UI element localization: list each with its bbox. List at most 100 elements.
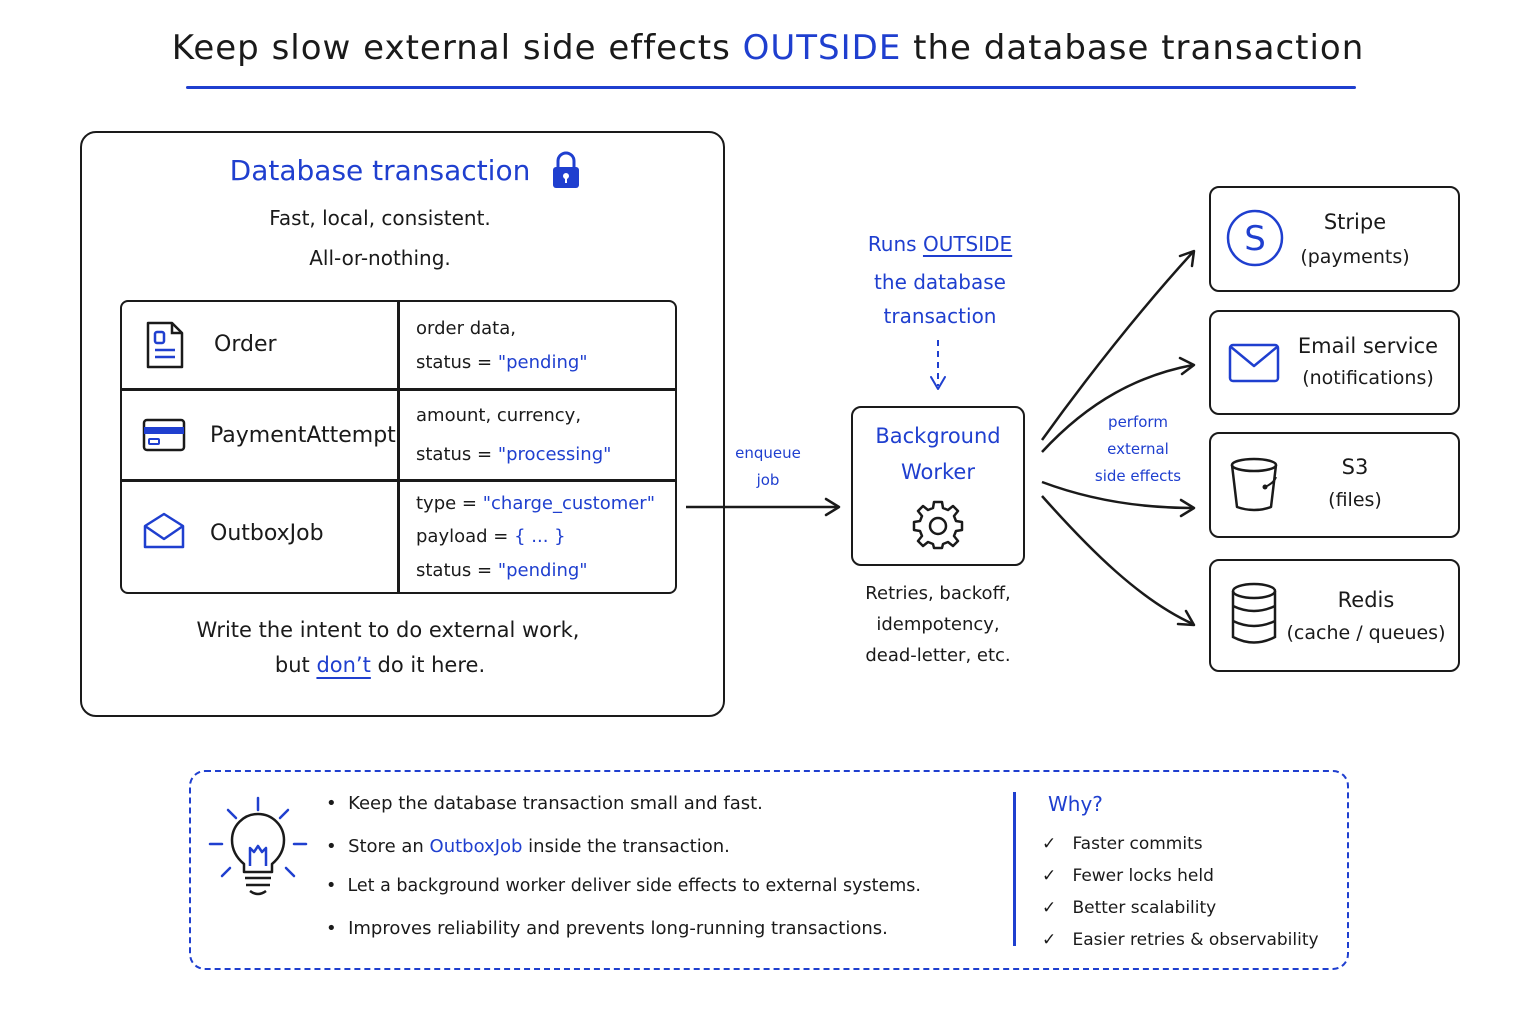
worker-caption-3: dead-letter, etc. [865, 645, 1011, 666]
title-underline [186, 86, 1356, 89]
transaction-title: Database transaction [80, 154, 680, 187]
transaction-subtitle-2: All-or-nothing. [309, 246, 451, 270]
worker-caption-1: Retries, backoff, [865, 583, 1011, 604]
why-item-1: ✓ Faster commits [1042, 834, 1203, 854]
arrow-to-redis [1041, 495, 1194, 626]
entity-table [120, 300, 677, 594]
payment-status-label: status = [416, 444, 498, 465]
database-icon [1231, 582, 1277, 644]
stripe-detail: (payments) [1300, 246, 1410, 268]
check-icon: ✓ [1042, 898, 1057, 918]
service-s3 [1209, 432, 1460, 538]
tips-divider [1013, 792, 1016, 946]
tip-bullet-1: • Keep the database transaction small an… [326, 793, 763, 814]
runs-emphasis: OUTSIDE [922, 232, 1013, 256]
tip-bullet-2: • Store an OutboxJob inside the transact… [326, 836, 730, 857]
worker-caption-2: idempotency, [876, 614, 1000, 635]
why-item-2-text: Fewer locks held [1072, 866, 1214, 886]
lock-icon [553, 151, 579, 188]
outbox-type-label: type = [416, 493, 483, 514]
table-divider-row2 [122, 479, 675, 482]
enqueue-label-1: enqueue [735, 444, 801, 462]
note-emphasis: don’t [316, 653, 371, 677]
worker-title-1: Background [875, 424, 1001, 448]
worker-title-2: Worker [901, 460, 975, 484]
entity-outbox-job: OutboxJob [210, 521, 324, 546]
order-field-status: status = "pending" [416, 352, 588, 373]
tip-bullet-1-text: Keep the database transaction small and … [348, 793, 763, 814]
arrow-to-s3 [1041, 480, 1194, 510]
tips-panel [189, 770, 1349, 970]
background-worker-box [851, 406, 1025, 566]
envelope-icon [143, 512, 185, 549]
runs-outside-label-3: transaction [883, 304, 997, 328]
order-status-value: "pending" [497, 352, 588, 373]
redis-detail: (cache / queues) [1286, 622, 1446, 644]
redis-name: Redis [1337, 588, 1395, 612]
tip-bullet-3-text: Let a background worker deliver side eff… [347, 876, 921, 896]
outbox-status-value: "pending" [497, 560, 588, 581]
stripe-icon: S [1226, 209, 1284, 267]
payment-status-value: "processing" [497, 444, 612, 465]
arrow-to-email [1041, 363, 1194, 453]
outbox-payload-value: { ... } [514, 526, 566, 547]
transaction-note-2: but don’t do it here. [80, 653, 680, 677]
tip-bullet-2-emphasis: OutboxJob [429, 836, 523, 857]
why-item-1-text: Faster commits [1072, 834, 1203, 854]
document-icon [146, 321, 184, 369]
title-text-before: Keep slow external side effects [171, 28, 743, 68]
credit-card-icon [142, 418, 186, 452]
tip-bullet-2-before: Store an [348, 836, 430, 857]
payment-field-amount: amount, currency, [416, 405, 582, 426]
check-icon: ✓ [1042, 930, 1057, 950]
transaction-note-1: Write the intent to do external work, [196, 618, 580, 642]
transaction-subtitle-1: Fast, local, consistent. [269, 206, 491, 230]
why-item-4: ✓ Easier retries & observability [1042, 930, 1319, 950]
outbox-field-payload: payload = { ... } [416, 526, 566, 547]
tip-bullet-4: • Improves reliability and prevents long… [326, 918, 888, 939]
runs-prefix: Runs [867, 232, 923, 256]
mail-icon [1228, 343, 1280, 383]
title-text-after: the database transaction [901, 28, 1365, 68]
arrow-to-stripe [1040, 251, 1194, 441]
gear-icon [912, 500, 964, 550]
service-redis [1209, 559, 1460, 672]
why-item-3: ✓ Better scalability [1042, 898, 1216, 918]
outbox-payload-label: payload = [416, 526, 515, 547]
transaction-panel [80, 131, 725, 717]
service-stripe [1209, 186, 1460, 292]
tip-bullet-2-after: inside the transaction. [522, 836, 730, 857]
svg-text:S: S [1244, 219, 1266, 259]
note-text-before: but [274, 653, 317, 677]
tip-bullet-3: • Let a background worker deliver side e… [326, 876, 921, 896]
transaction-title-text: Database transaction [229, 154, 531, 187]
tip-bullet-4-text: Improves reliability and prevents long-r… [348, 918, 888, 939]
enqueue-label-2: job [756, 471, 780, 489]
outbox-type-value: "charge_customer" [482, 493, 655, 514]
outbox-field-status: status = "pending" [416, 560, 588, 581]
bucket-icon [1230, 457, 1278, 512]
why-item-2: ✓ Fewer locks held [1042, 866, 1214, 886]
lightbulb-icon [208, 796, 308, 896]
perform-label-1: perform [1108, 413, 1168, 431]
perform-label-3: side effects [1094, 467, 1182, 485]
page-title: Keep slow external side effects OUTSIDE … [0, 28, 1536, 68]
note-text-after: do it here. [370, 653, 486, 677]
s3-name: S3 [1341, 455, 1369, 479]
outbox-field-type: type = "charge_customer" [416, 493, 655, 514]
runs-outside-label-2: the database [874, 270, 1006, 294]
payment-field-status: status = "processing" [416, 444, 611, 465]
entity-payment-attempt: PaymentAttempt [210, 423, 396, 448]
check-icon: ✓ [1042, 834, 1057, 854]
entity-order: Order [214, 332, 277, 357]
order-status-label: status = [416, 352, 498, 373]
stripe-name: Stripe [1323, 210, 1387, 234]
why-item-3-text: Better scalability [1072, 898, 1217, 918]
why-title: Why? [1048, 792, 1103, 816]
runs-outside-label-1: Runs OUTSIDE [840, 232, 1040, 256]
email-name: Email service [1297, 334, 1439, 358]
table-divider-row1 [122, 388, 675, 391]
table-divider-vertical [397, 302, 400, 592]
perform-label-2: external [1107, 440, 1169, 458]
